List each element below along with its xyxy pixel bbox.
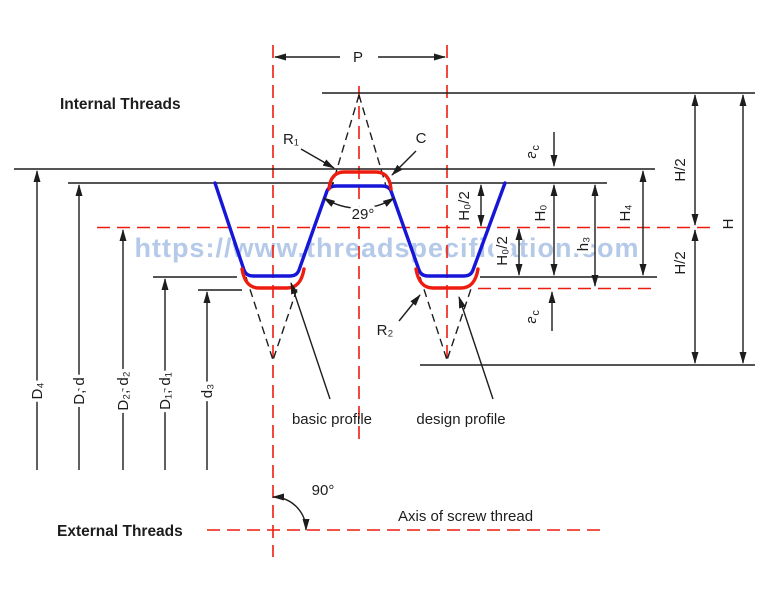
red-root-right bbox=[414, 267, 480, 290]
red-root-left bbox=[240, 267, 306, 290]
diameter-dimensions: D₄ D, d D₂, d₂ D₁, d₁ d₃ bbox=[26, 170, 220, 470]
label-d1: D₁, d₁ bbox=[157, 372, 174, 410]
r1-leader bbox=[300, 148, 335, 169]
ac-sub: c bbox=[530, 310, 542, 316]
label-d2: D₂, d₂ bbox=[115, 371, 132, 410]
caption-basic-profile: basic profile bbox=[292, 411, 372, 428]
label-h0-half-lower: H₀/2 bbox=[494, 236, 511, 266]
top-triangle-left-leg bbox=[331, 94, 360, 187]
label-thread-angle: 29° bbox=[352, 206, 375, 223]
design-profile-red bbox=[240, 170, 480, 290]
label-d4: D₄ bbox=[29, 383, 46, 400]
design-profile-blue bbox=[213, 181, 507, 278]
label-ac-bottom: ac bbox=[523, 310, 542, 324]
axis-angle-arc bbox=[272, 493, 310, 531]
label-h: H bbox=[720, 219, 737, 230]
label-h4: H₄ bbox=[617, 205, 634, 222]
label-ac-top: ac bbox=[523, 145, 542, 159]
height-dimensions: ac ac H₀/2 H₀/2 H₀ h₃ H₄ H/2 H/2 H bbox=[453, 94, 747, 364]
label-h0: H₀ bbox=[532, 204, 549, 221]
dimension-pitch: P bbox=[274, 49, 446, 66]
label-pitch: P bbox=[353, 49, 363, 66]
red-crest bbox=[327, 170, 393, 191]
thread-angle-arc bbox=[323, 197, 395, 209]
right-v-left-leg bbox=[419, 276, 448, 361]
label-r1: R₁ bbox=[283, 131, 299, 148]
design-profile-leader bbox=[458, 296, 494, 400]
watermark-text: https://www.threadspecification.com bbox=[134, 233, 639, 263]
label-h-half-lower: H/2 bbox=[672, 251, 689, 274]
label-axis-angle: 90° bbox=[312, 482, 335, 499]
label-h0-half-upper: H₀/2 bbox=[456, 191, 473, 221]
top-triangle-right-leg bbox=[358, 94, 387, 187]
ac-sub: c bbox=[530, 145, 542, 151]
caption-design-profile: design profile bbox=[416, 411, 505, 428]
left-v-left-leg bbox=[245, 276, 274, 361]
label-h-half-upper: H/2 bbox=[672, 158, 689, 181]
basic-profile-leader bbox=[290, 282, 331, 400]
label-d3: d₃ bbox=[199, 384, 216, 398]
callouts: R₁ C R₂ basic profile design profile bbox=[283, 130, 506, 428]
caption-axis-of-screw-thread: Axis of screw thread bbox=[398, 508, 533, 525]
right-v-right-leg bbox=[446, 276, 476, 361]
label-dd: D, d bbox=[71, 377, 88, 405]
red-centerlines bbox=[97, 45, 710, 557]
angle-dimensions: 29° 90° bbox=[272, 197, 395, 531]
heading-internal-threads: Internal Threads bbox=[60, 96, 181, 113]
label-h3: h₃ bbox=[575, 237, 592, 251]
black-reference-lines bbox=[14, 92, 755, 366]
c-leader bbox=[391, 150, 417, 176]
r2-leader bbox=[398, 294, 421, 322]
heading-external-threads: External Threads bbox=[57, 523, 183, 540]
label-r2: R₂ bbox=[377, 322, 394, 339]
label-c: C bbox=[416, 130, 427, 147]
